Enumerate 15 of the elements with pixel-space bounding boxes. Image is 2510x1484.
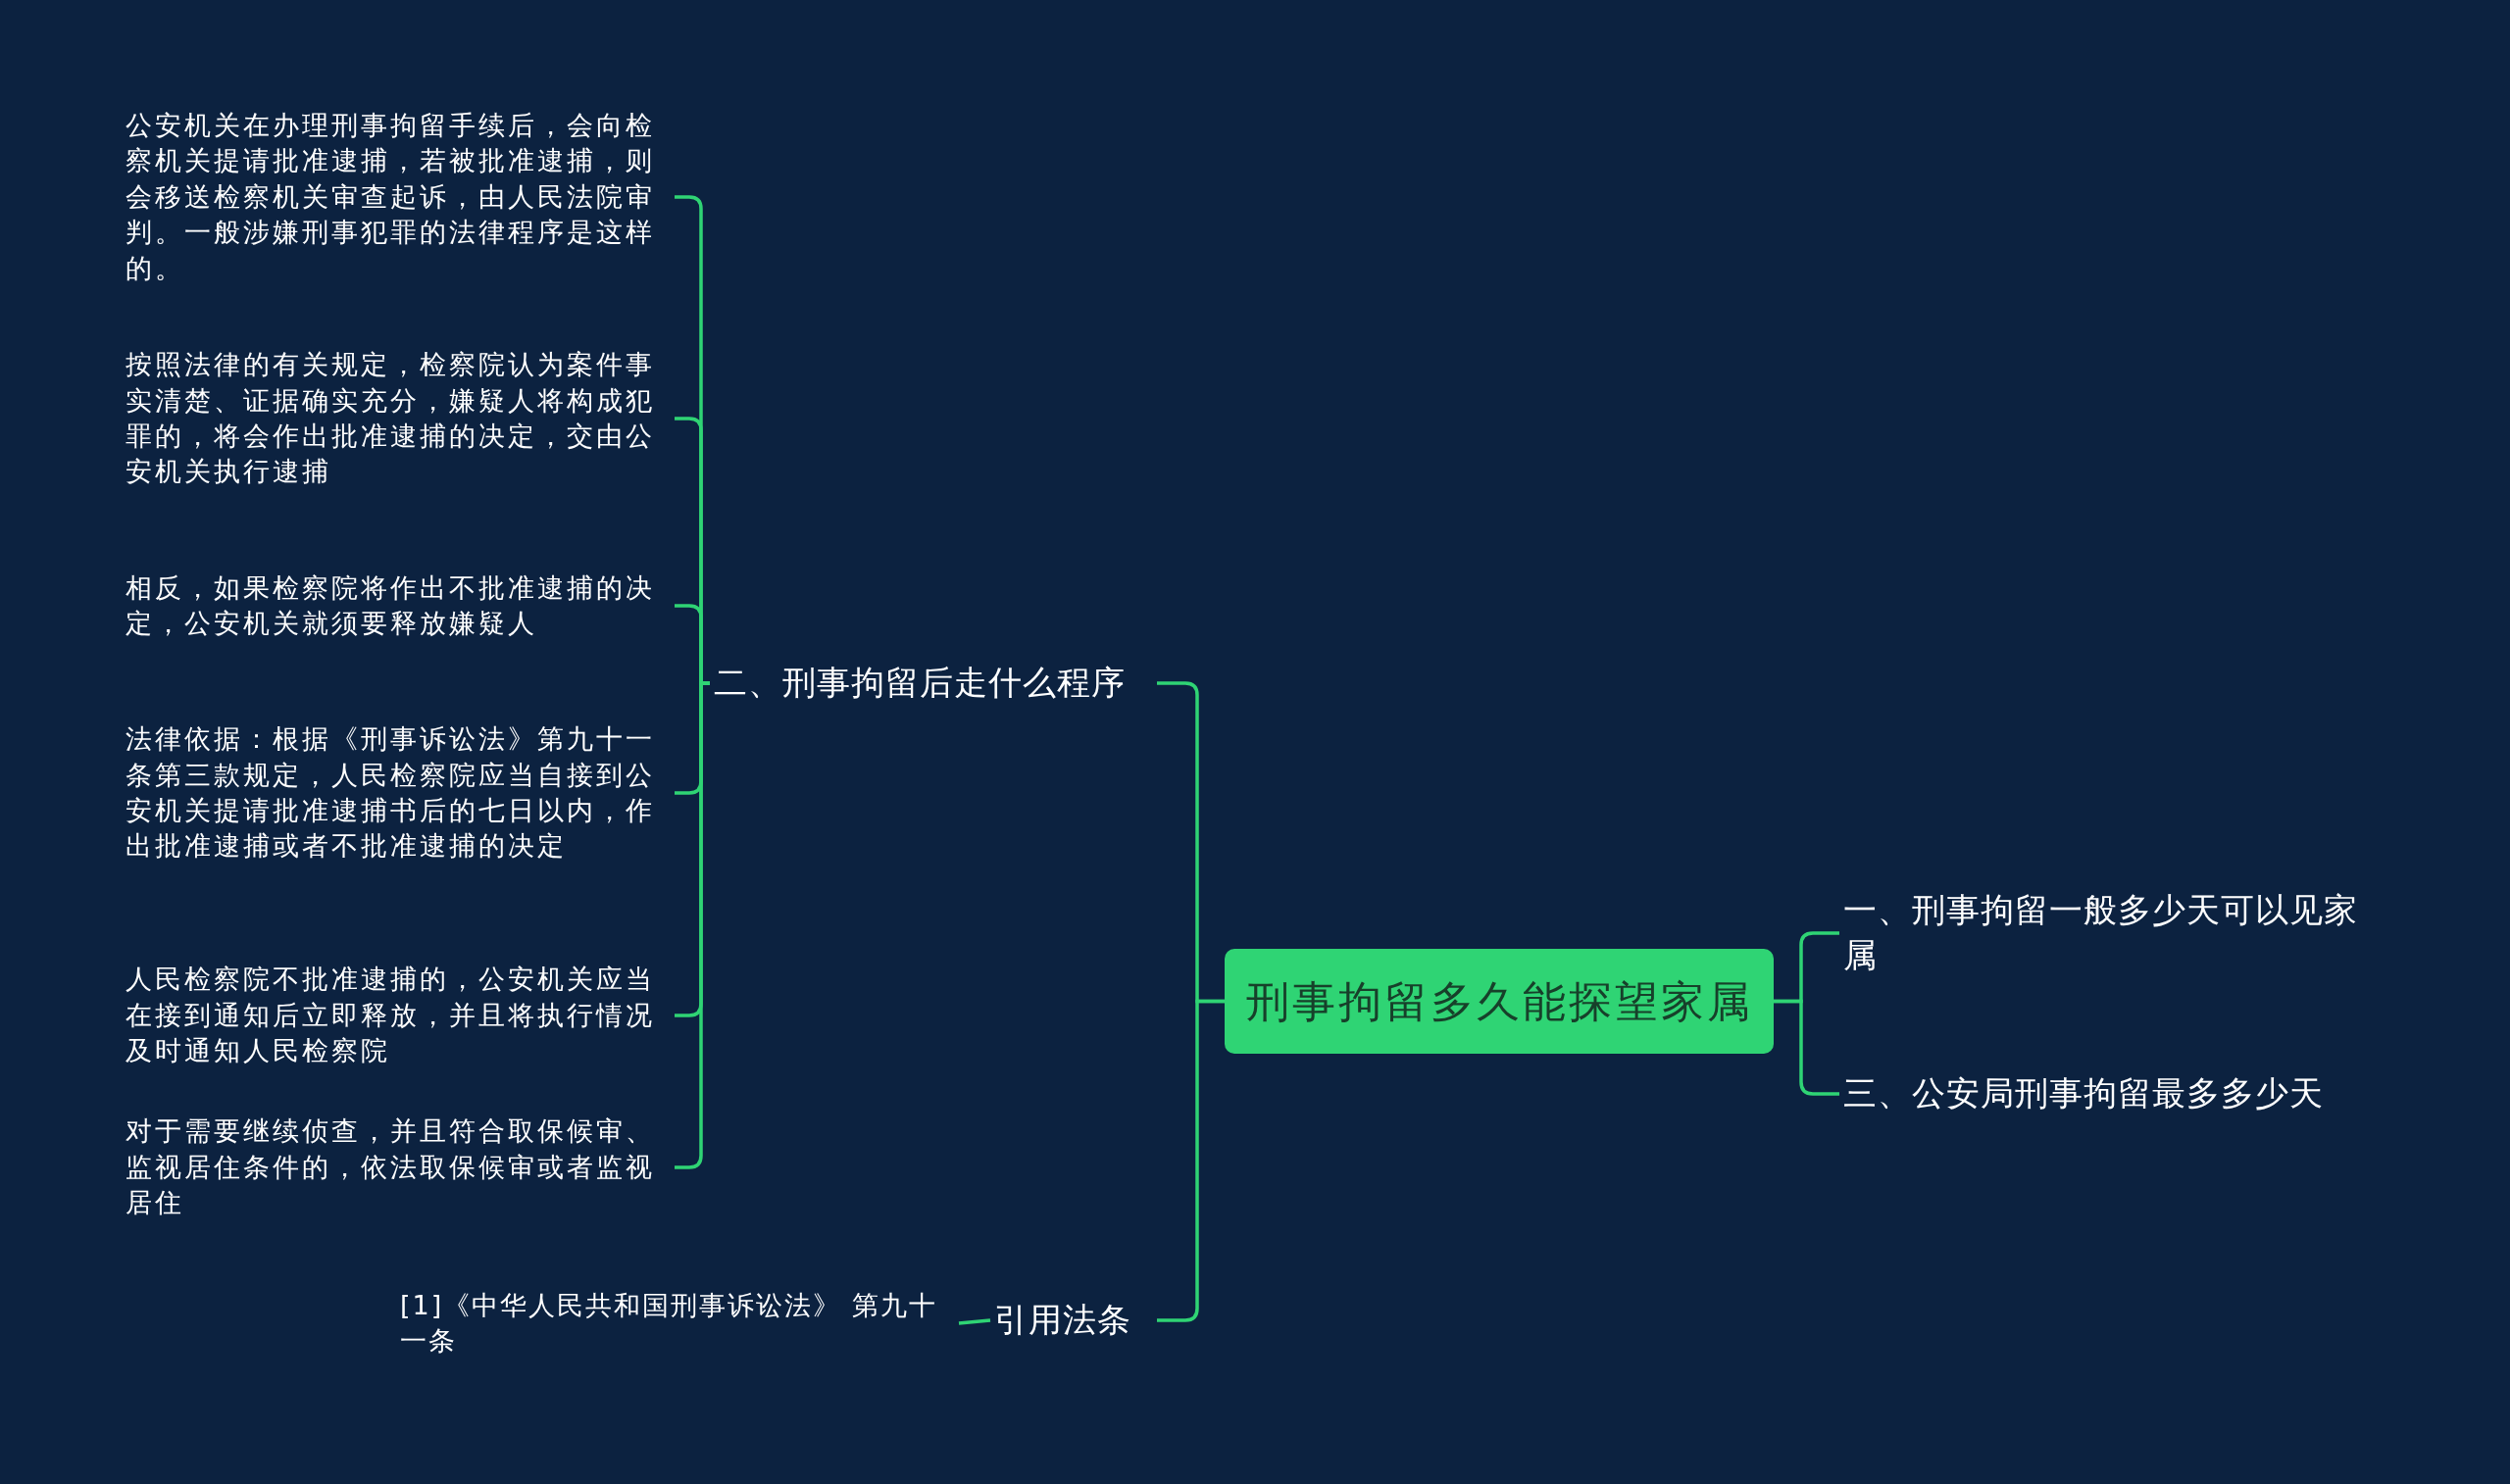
branch-topic: 一、刑事拘留一般多少天可以见家属: [1843, 889, 2359, 976]
root-topic-box: 刑事拘留多久能探望家属: [1225, 949, 1774, 1054]
connector-line: [1774, 999, 1839, 1096]
detail-text: 按照法律的有关规定，检察院认为案件事实清楚、证据确实充分，嫌疑人将构成犯罪的，将会作出批准逮捕的决定，交由公安机关执行逮捕: [126, 348, 656, 489]
branch-topic: 引用法条: [994, 1299, 1131, 1342]
branch-topic: 二、刑事拘留后走什么程序: [714, 662, 1126, 705]
detail-text: 人民检察院不批准逮捕的，公安机关应当在接到通知后立即释放，并且将执行情况及时通知人民检察院: [126, 963, 656, 1068]
reference-text: [1]《中华人民共和国刑事诉讼法》 第九十一条: [400, 1288, 938, 1358]
detail-text: 法律依据：根据《刑事诉讼法》第九十一条第三款规定，人民检察院应当自接到公安机关提请批准逮捕书后的七日以内，作出批准逮捕或者不批准逮捕的决定: [126, 722, 656, 864]
detail-text: 公安机关在办理刑事拘留手续后，会向检察机关提请批准逮捕，若被批准逮捕，则会移送检察机关审查起诉，由人民法院审判。一般涉嫌刑事犯罪的法律程序是这样的。: [126, 108, 656, 285]
detail-text: 相反，如果检察院将作出不批准逮捕的决定，公安机关就须要释放嫌疑人: [126, 570, 656, 640]
branch-topic: 三、公安局刑事拘留最多多少天: [1843, 1072, 2324, 1115]
connector-line: [958, 1318, 991, 1325]
detail-text: 对于需要继续侦查，并且符合取保候审、监视居住条件的，依法取保候审或者监视居住: [126, 1114, 656, 1220]
connector-line: [1157, 999, 1225, 1322]
